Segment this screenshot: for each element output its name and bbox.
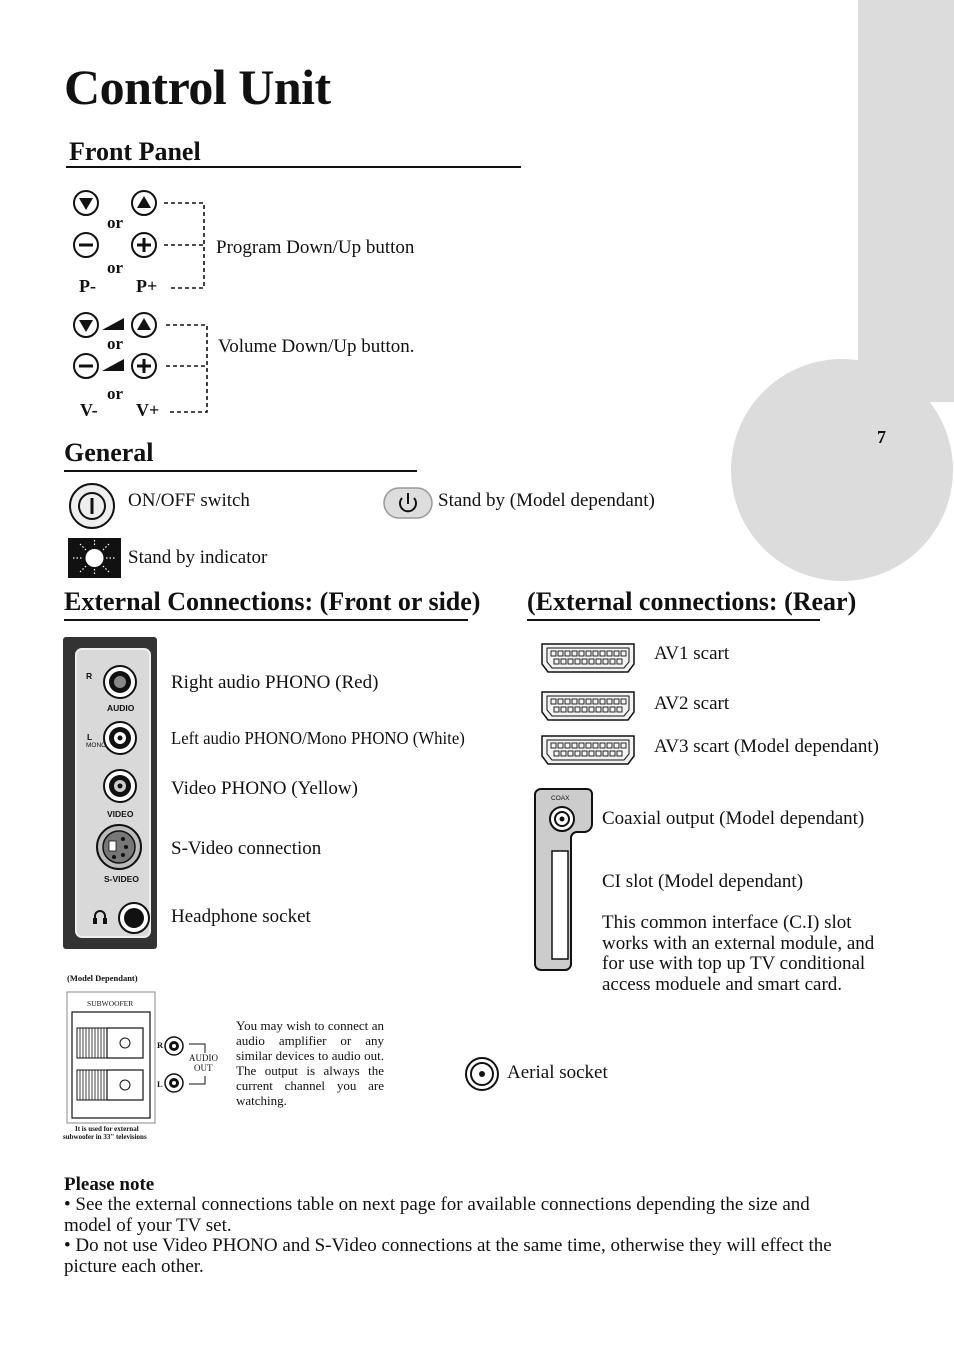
s-video-jack — [96, 824, 142, 870]
video-phono-label: Video PHONO (Yellow) — [171, 778, 358, 799]
scart-av2-icon — [541, 691, 635, 721]
or-label: or — [107, 258, 124, 277]
audio-out-description: You may wish to connect an audio amplifi… — [236, 1018, 384, 1108]
left-audio-label: Left audio PHONO/Mono PHONO (White) — [171, 728, 465, 748]
coax-tag: COAX — [551, 795, 570, 802]
front-connector-panel — [63, 637, 157, 949]
subwoofer-l-label: L — [157, 1079, 163, 1089]
heading-rule — [527, 619, 820, 621]
page-side-tab — [858, 0, 954, 402]
power-switch-icon — [69, 483, 115, 529]
model-dependant-note: (Model Dependant) — [67, 973, 138, 983]
headphone-jack — [118, 902, 150, 934]
p-plus-label: P+ — [136, 276, 158, 296]
coax-socket-icon — [549, 806, 575, 832]
or-label: or — [107, 213, 124, 232]
s-video-label: S-Video connection — [171, 838, 322, 859]
headphone-socket-label: Headphone socket — [171, 906, 311, 927]
v-minus-label: V- — [80, 400, 98, 420]
volume-wedge-icon — [102, 318, 124, 330]
note-heading: Please note — [64, 1174, 155, 1195]
up-arrow-icon — [137, 196, 151, 208]
left-audio-jack — [103, 721, 137, 755]
front-connections-heading: External Connections: (Front or side) — [64, 587, 481, 616]
right-audio-jack — [103, 665, 137, 699]
front-panel-heading: Front Panel — [69, 137, 201, 166]
ci-slot-icon — [551, 850, 569, 960]
heading-rule — [66, 166, 521, 168]
audio-out-jacks — [164, 1036, 184, 1093]
p-minus-label: P- — [79, 276, 96, 296]
av3-scart-label: AV3 scart (Model dependant) — [654, 736, 879, 757]
down-arrow-icon — [79, 198, 93, 210]
aerial-socket-label: Aerial socket — [507, 1062, 608, 1083]
ci-slot-description: This common interface (C.I) slot works w… — [602, 912, 875, 995]
heading-rule — [64, 470, 417, 472]
headphone-icon — [94, 910, 106, 922]
minus-icon — [79, 243, 93, 247]
heading-rule — [64, 619, 468, 621]
subwoofer-r-label: R — [157, 1040, 164, 1050]
subwoofer-connector-top — [76, 1027, 144, 1059]
note-bullet-2: • Do not use Video PHONO and S-Video con… — [64, 1235, 832, 1277]
v-plus-label: V+ — [136, 400, 160, 420]
front-panel-buttons-diagram — [73, 190, 208, 413]
or-label: or — [107, 334, 124, 353]
general-heading: General — [64, 438, 154, 467]
onoff-switch-label: ON/OFF switch — [128, 490, 250, 511]
standby-button-icon — [383, 487, 433, 519]
page-number: 7 — [877, 427, 886, 447]
audio-out-label-1: AUDIO — [189, 1053, 218, 1063]
video-jack — [103, 769, 137, 803]
panel-svideo-label: S-VIDEO — [104, 874, 139, 884]
rear-connections-heading: (External connections: (Rear) — [527, 587, 857, 616]
audio-out-label-2: OUT — [194, 1063, 213, 1073]
panel-audio-label: AUDIO — [107, 703, 135, 713]
subwoofer-box-title: SUBWOOFER — [87, 999, 134, 1008]
subwoofer-caption-1: It is used for external — [75, 1125, 139, 1133]
scart-av3-icon — [541, 735, 635, 765]
program-button-label: Program Down/Up button — [216, 237, 415, 258]
standby-indicator-icon — [68, 538, 121, 578]
page-title: Control Unit — [64, 59, 331, 115]
ci-slot-label: CI slot (Model dependant) — [602, 871, 804, 892]
scart-av1-icon — [541, 643, 635, 673]
panel-video-label: VIDEO — [107, 809, 134, 819]
subwoofer-connector-bottom — [76, 1069, 144, 1101]
subwoofer-caption-2: subwoofer in 33" televisions — [63, 1133, 147, 1141]
aerial-socket-icon — [465, 1057, 499, 1091]
or-label: or — [107, 384, 124, 403]
av2-scart-label: AV2 scart — [654, 693, 730, 714]
av1-scart-label: AV1 scart — [654, 643, 730, 664]
scart-connectors — [541, 643, 635, 765]
volume-button-label: Volume Down/Up button. — [218, 336, 415, 357]
note-bullet-1: • See the external connections table on … — [64, 1194, 810, 1236]
coax-output-label: Coaxial output (Model dependant) — [602, 808, 865, 829]
panel-mono-label: MONO — [86, 742, 107, 749]
right-audio-label: Right audio PHONO (Red) — [171, 672, 379, 693]
plus-icon — [142, 238, 146, 252]
standby-indicator-label: Stand by indicator — [128, 547, 268, 568]
page-number-circle — [731, 359, 953, 581]
panel-l-label: L — [87, 732, 93, 742]
standby-label: Stand by (Model dependant) — [438, 490, 655, 511]
subwoofer-diagram — [66, 991, 206, 1124]
panel-r-label: R — [86, 671, 93, 681]
coax-ci-panel — [534, 788, 593, 971]
